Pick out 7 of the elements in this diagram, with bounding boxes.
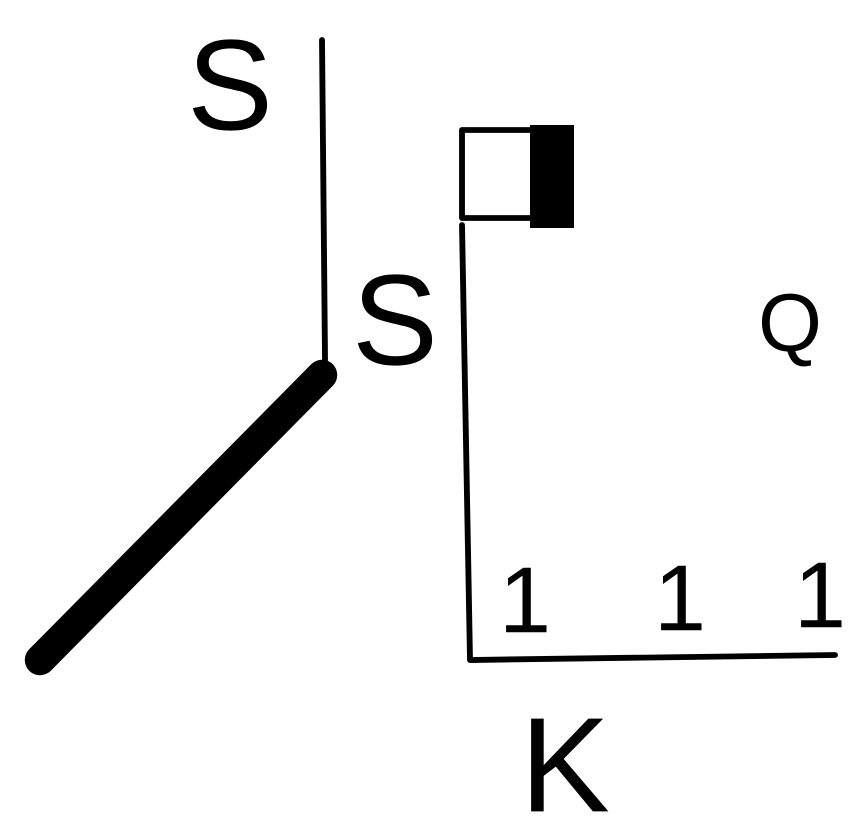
label: K (531, 718, 608, 812)
label: S (358, 274, 432, 366)
label: S (192, 39, 268, 131)
label: 1 (506, 568, 546, 632)
label: 1 (661, 566, 702, 630)
label: 1 (801, 562, 842, 628)
label: Q (762, 294, 818, 366)
